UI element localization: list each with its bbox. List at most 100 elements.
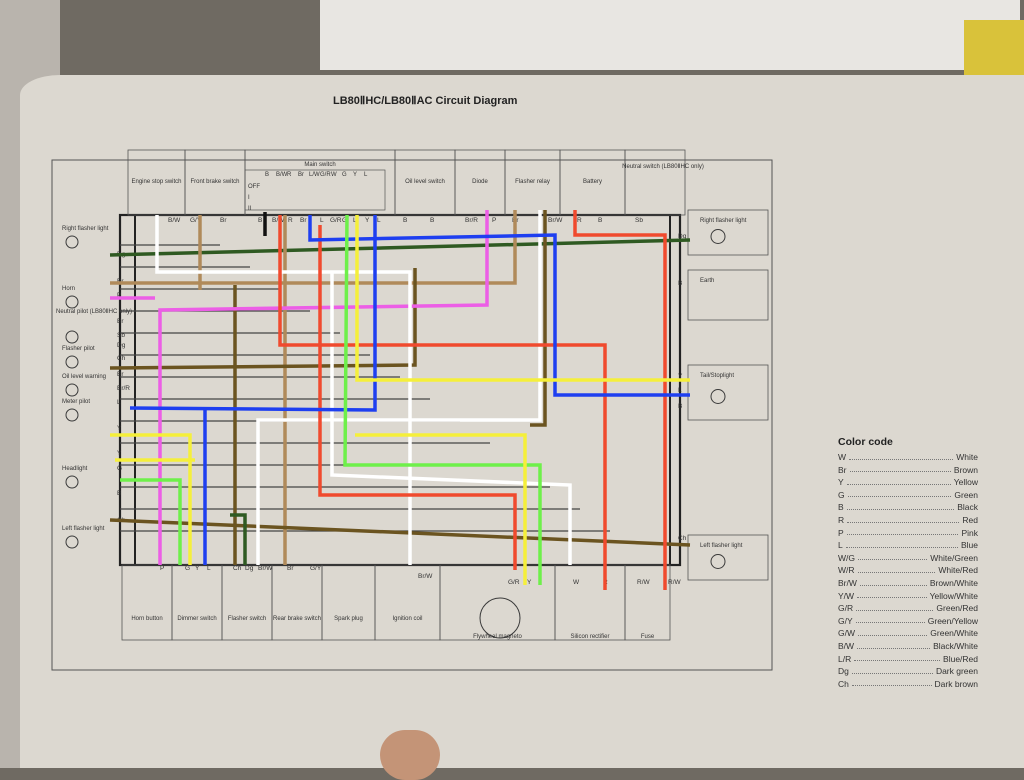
wire-label: B [678,403,682,410]
wire-label: Br/R [465,217,478,224]
legend-entry: Br Brown [838,464,978,477]
component-box [321,564,376,641]
leader-dots [854,653,941,662]
leader-dots [846,476,951,485]
component-label: Flasher relay [515,179,550,185]
dark-brown-wire [109,518,691,547]
dark-brown-wire [109,268,417,370]
yellow-wire [110,433,192,565]
leader-dots [847,514,960,523]
wire-label: Ch [233,565,242,572]
blue-wire [308,215,690,397]
component-label: Battery [583,179,602,185]
leader-dots [851,678,932,687]
red-wire [318,225,517,570]
component-box [271,564,323,641]
switch-header: G [342,172,347,178]
color-name: Blue [960,540,978,551]
wire-label: L [117,399,121,406]
color-name: Brown/White [929,577,978,588]
bulb-icon [710,229,726,244]
wire-label: Sb [635,217,643,224]
white-wire [330,272,572,565]
wire-label: G/R [508,579,520,586]
color-abbrev: Y/W [838,590,855,601]
wire-label: Br/W [548,217,563,224]
green-wire [120,478,182,565]
wire-label: B [117,490,121,497]
wire-label: Dg [678,233,687,240]
yellow-wire [355,215,690,382]
color-abbrev: W/R [838,565,855,576]
wire-label: G [185,565,190,572]
component-label: Flasher switch [228,616,266,622]
leader-dots [846,501,955,510]
switch-row: I [248,195,250,201]
wire-label: B [430,217,434,224]
wire-label: Br [117,318,124,325]
yellow-wire [355,433,527,585]
component-label: Ignition coil [392,616,422,622]
switch-row: II [248,206,252,212]
wire-label: B/W [168,217,181,224]
wire-label: G [117,465,122,472]
leader-dots [856,602,934,611]
component-box [439,564,556,641]
color-abbrev: W/G [838,552,855,563]
dark-brown-wire [530,210,547,427]
bulb-icon [65,408,79,422]
color-name: Green/White [930,628,978,639]
component-label: Silicon rectifier [570,634,609,640]
wire-label: P [492,217,496,224]
leader-dots [855,615,925,624]
component-label: Flywheel magneto [473,634,522,640]
color-abbrev: B [838,502,844,513]
dark-green-wire [109,238,691,257]
component-label: Rear brake switch [273,616,321,622]
red-wire [573,210,667,590]
component-box [687,364,769,421]
wire-label: L [207,565,211,572]
leader-dots [858,552,928,561]
wire-label: B [598,217,602,224]
color-name: Red [962,514,978,525]
wire-label: R/W [637,579,651,586]
white-wire [256,210,542,565]
wire-label: Br [287,565,294,572]
bulb-icon [65,330,79,344]
component-label: Headlight [62,466,88,472]
color-name: Brown [953,464,978,475]
bulb-icon [65,295,79,309]
leader-dots [859,577,927,586]
component-box [624,564,671,641]
leader-dots [857,640,931,649]
wire-label: P [117,292,121,299]
wire-label: Y [527,579,532,586]
legend-entry: W/R White/Red [838,564,978,577]
color-abbrev: Y [838,477,844,488]
wire-label: Ch [117,355,126,362]
component-label: Dimmer switch [177,616,216,622]
wire-label: Ch [678,535,687,542]
wire-label: R [288,217,293,224]
leader-dots [846,527,959,536]
magneto-icon [479,597,521,639]
switch-header: G/R [320,172,331,178]
switch-header: Y [353,172,357,178]
component-label: Fuse [641,634,655,640]
component-box [221,564,273,641]
color-abbrev: Br [838,464,847,475]
highlighted-wires [109,210,691,590]
color-name: White/Red [938,565,978,576]
wire-label: B [403,217,407,224]
